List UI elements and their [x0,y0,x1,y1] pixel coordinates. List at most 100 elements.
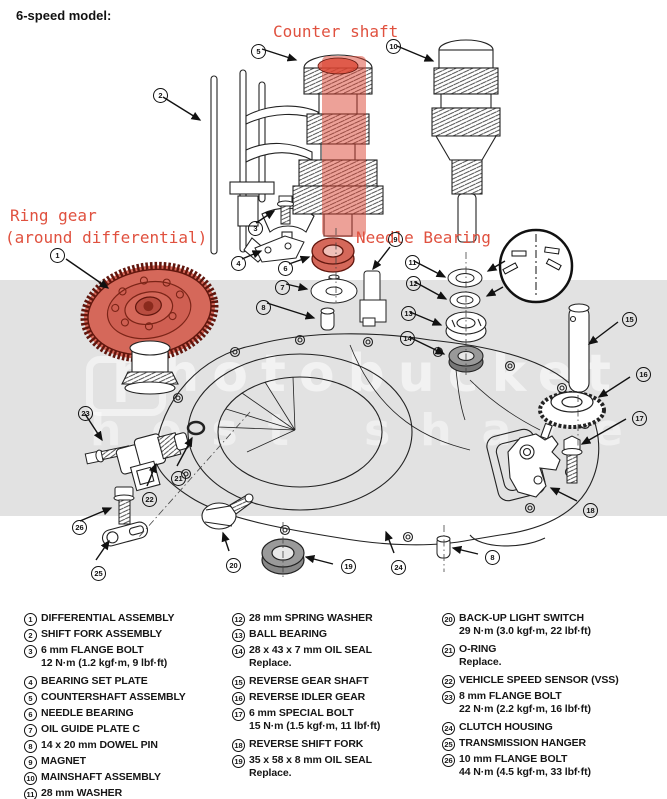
callout-23: 23 [78,406,93,421]
part-name: COUNTERSHAFT ASSEMBLY [41,691,186,703]
callout-20: 20 [226,558,241,573]
part-name: BALL BEARING [249,628,327,640]
callout-25: 25 [91,566,106,581]
model-label: 6-speed model: [16,8,112,23]
callout-21: 21 [171,471,186,486]
ring-gear-annotation-line2: (around differential) [5,228,208,247]
part-note: Replace. [249,657,292,669]
special-bolt-drawing [561,435,583,484]
part-number-badge: 15 [232,676,245,689]
part-note: 12 N·m (1.2 kgf·m, 9 lbf·ft) [41,657,168,669]
oil-seal-28-drawing [448,345,484,373]
part-name: MAGNET [41,755,86,767]
callout-10: 10 [386,39,401,54]
part-number-badge: 24 [442,722,455,735]
callout-24: 24 [391,560,406,575]
callout-arrows [65,45,631,565]
part-note: 44 N·m (4.5 kgf·m, 33 lbf·ft) [459,766,591,778]
oil-guide-plate-drawing [310,274,358,304]
counter-shaft-annotation: Counter shaft [273,22,399,41]
part-number-badge: 17 [232,708,245,721]
part-name: OIL GUIDE PLATE C [41,723,140,735]
needle-bearing-annotation: Needle Bearing [356,228,491,247]
part-number-badge: 14 [232,645,245,658]
part-item-4: 4 BEARING SET PLATE [24,675,236,689]
callout-2: 2 [153,88,168,103]
part-note: Replace. [249,767,292,779]
callout-22: 22 [142,492,157,507]
center-lines [137,228,579,578]
mainshaft-drawing [431,39,501,243]
callout-11: 11 [405,255,420,270]
callout-5: 5 [251,44,266,59]
part-number-badge: 20 [442,613,455,626]
part-item-13: 13 BALL BEARING [232,628,444,642]
part-number-badge: 10 [24,772,37,785]
washer-28mm-drawing [447,268,483,288]
flange-bolt-10mm-drawing [113,486,135,525]
callout-8b: 8 [485,550,500,565]
callout-26: 26 [72,520,87,535]
part-number-badge: 5 [24,692,37,705]
part-number-badge: 12 [232,613,245,626]
callout-17: 17 [632,411,647,426]
dowel-pin-drawing [320,307,335,331]
part-number-badge: 2 [24,629,37,642]
part-number-badge: 23 [442,691,455,704]
part-note: 29 N·m (3.0 kgf·m, 22 lbf·ft) [459,625,591,637]
part-number-badge: 9 [24,756,37,769]
countershaft-drawing [292,54,384,237]
part-name: BEARING SET PLATE [41,675,148,687]
dowel-pin-2-drawing [436,535,451,559]
part-note: Replace. [459,656,502,668]
part-name: REVERSE IDLER GEAR [249,691,366,703]
part-name: O-RING [459,643,497,655]
callout-14: 14 [400,331,415,346]
reverse-idler-gear-drawing [538,391,606,429]
part-name: TRANSMISSION HANGER [459,737,587,749]
callout-12: 12 [406,276,421,291]
part-number-badge: 22 [442,675,455,688]
part-note: 15 N·m (1.5 kgf·m, 11 lbf·ft) [249,720,381,732]
spring-washer-drawing [449,291,481,309]
part-name: CLUTCH HOUSING [459,721,553,733]
part-number-badge: 25 [442,738,455,751]
part-name: SHIFT FORK ASSEMBLY [41,628,162,640]
callout-3: 3 [248,221,263,236]
part-name: 35 x 58 x 8 mm OIL SEAL [249,754,372,766]
needle-bearing-drawing [311,237,355,273]
reverse-gear-shaft-drawing [568,303,590,393]
callout-18: 18 [583,503,598,518]
ring-gear-drawing [80,261,219,395]
part-name: NEEDLE BEARING [41,707,134,719]
magnet-drawing [359,270,387,327]
part-number-badge: 19 [232,755,245,768]
ring-gear-annotation-line1: Ring gear [10,206,97,225]
part-number-badge: 13 [232,629,245,642]
part-name: REVERSE SHIFT FORK [249,738,364,750]
callout-7: 7 [275,280,290,295]
callout-9: 9 [388,232,403,247]
part-name: DIFFERENTIAL ASSEMBLY [41,612,175,624]
part-item-9: 9 MAGNET [24,755,236,769]
bearing-set-plate-drawing [254,235,305,263]
part-number-badge: 4 [24,676,37,689]
part-number-badge: 21 [442,644,455,657]
